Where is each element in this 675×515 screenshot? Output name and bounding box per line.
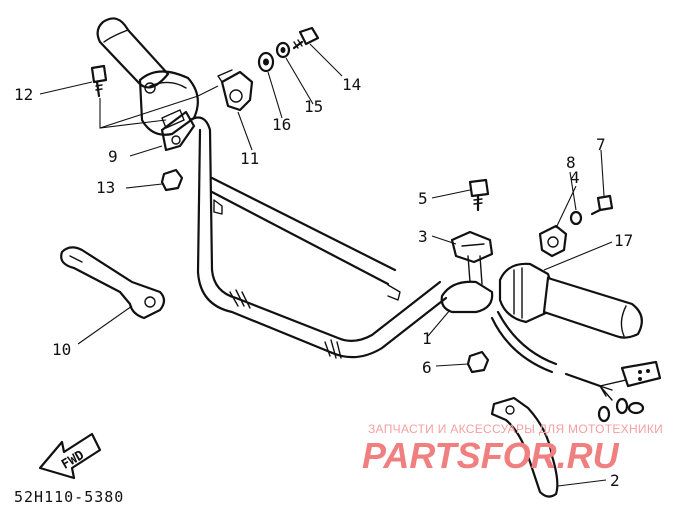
callout-4: 4	[570, 168, 580, 187]
drawing-code: 52H110-5380	[14, 488, 124, 506]
callouts: 12 9 13 11 16 15 14 10 5 3 1 6 4 8 7 17 …	[14, 75, 633, 490]
part-13-nut	[160, 168, 184, 192]
callout-12: 12	[14, 85, 33, 104]
part-3-lever-holder	[450, 230, 494, 264]
part-14-bolt	[292, 26, 320, 50]
watermark: ЗАПЧАСТИ И АКСЕССУАРЫ ДЛЯ МОТОТЕХНИКИ PA…	[362, 422, 663, 476]
part-7-screw	[590, 194, 614, 216]
callout-11: 11	[240, 149, 259, 168]
wire-harness	[490, 310, 662, 423]
callout-6: 6	[422, 358, 432, 377]
callout-13: 13	[96, 178, 115, 197]
left-grip	[96, 17, 170, 89]
callout-9: 9	[108, 147, 118, 166]
watermark-logo: PARTSFOR.RU	[362, 435, 620, 476]
callout-1: 1	[422, 329, 432, 348]
callout-10: 10	[52, 340, 71, 359]
part-16-washer	[257, 51, 275, 73]
handlebar	[188, 116, 448, 359]
callout-5: 5	[418, 189, 428, 208]
right-switch-housing	[498, 262, 554, 324]
callout-15: 15	[304, 97, 323, 116]
forward-arrow-icon: FWD	[38, 432, 102, 480]
callout-2: 2	[610, 471, 620, 490]
right-grip	[542, 276, 643, 339]
leader-lines	[39, 43, 613, 487]
callout-14: 14	[342, 75, 361, 94]
watermark-tagline: ЗАПЧАСТИ И АКСЕССУАРЫ ДЛЯ МОТОТЕХНИКИ	[368, 422, 663, 436]
callout-16: 16	[272, 115, 291, 134]
part-4-holder	[538, 224, 568, 258]
part-6-nut	[466, 350, 490, 374]
part-1-bracket	[440, 255, 494, 314]
part-11-holder	[217, 69, 254, 112]
callout-3: 3	[418, 227, 428, 246]
part-5-bolt	[468, 178, 490, 212]
part-15-lock-washer	[275, 41, 291, 59]
callout-8: 8	[566, 153, 576, 172]
callout-7: 7	[596, 135, 606, 154]
part-12-screw	[90, 64, 108, 98]
part-8-washer	[569, 210, 583, 226]
part-10-clutch-lever	[60, 246, 166, 320]
part-2-brake-lever	[490, 396, 559, 498]
left-switch-housing	[138, 70, 199, 136]
callout-17: 17	[614, 231, 633, 250]
part-9-bracket	[160, 110, 196, 152]
